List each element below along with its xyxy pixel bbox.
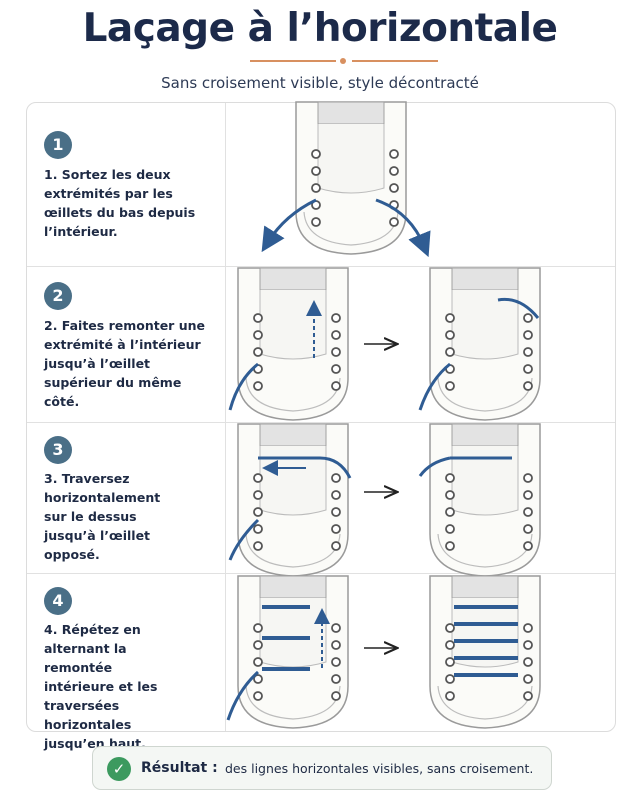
result-box: ✓ Résultat : des lignes horizontales vis… <box>92 746 552 790</box>
step-4-shoe-before <box>237 575 349 729</box>
step-2-shoe-before <box>237 267 349 421</box>
result-label: Résultat : <box>141 760 218 776</box>
step-4-shoe-after <box>429 575 541 729</box>
title-divider-left <box>250 60 336 62</box>
step-number-badge: 2 <box>44 282 72 310</box>
row-divider <box>27 266 615 267</box>
page-title: Laçage à l’horizontale <box>82 6 558 51</box>
step-number-badge: 1 <box>44 131 72 159</box>
step-1-lace-left <box>261 198 317 253</box>
step-2-lace-top <box>497 297 540 319</box>
step-3-lace-end-after <box>418 456 451 477</box>
row-divider <box>27 573 615 574</box>
step-1-shoe <box>295 101 407 255</box>
step-1-lace-right <box>375 198 431 258</box>
step-2: 2 2. Faites remonter une extrémité à l’i… <box>27 266 225 422</box>
lacing-illustrations <box>226 101 541 729</box>
row-divider <box>27 422 615 423</box>
step-2-lace-bottom <box>418 362 451 411</box>
title-divider-right <box>352 60 438 62</box>
result-text: des lignes horizontales visibles, sans c… <box>225 761 534 776</box>
column-divider <box>225 103 226 731</box>
step-3-shoe-before <box>237 423 349 577</box>
step-2-shoe-after <box>429 267 541 421</box>
step-3-lace-bottom <box>228 518 260 561</box>
step-text: 2. Faites remonter une extrémité à l’int… <box>44 318 205 409</box>
step-number-badge: 4 <box>44 587 72 615</box>
step-1: 1 1. Sortez les deux extrémités par les … <box>27 103 225 266</box>
step-4-lace-end <box>226 670 260 721</box>
page-subtitle: Sans croisement visible, style décontrac… <box>161 74 479 92</box>
step-text: 3. Traversez horizontalement sur le dess… <box>44 471 161 562</box>
step-3-shoe-after <box>429 423 541 577</box>
step-3: 3 3. Traversez horizontalement sur le de… <box>27 422 225 573</box>
title-divider-dot <box>340 58 346 64</box>
step-number-badge: 3 <box>44 436 72 464</box>
step-2-lace-end <box>228 362 259 411</box>
step-3-lace-end <box>319 456 352 479</box>
check-icon: ✓ <box>107 757 131 781</box>
step-text: 1. Sortez les deux extrémités par les œi… <box>44 167 196 239</box>
